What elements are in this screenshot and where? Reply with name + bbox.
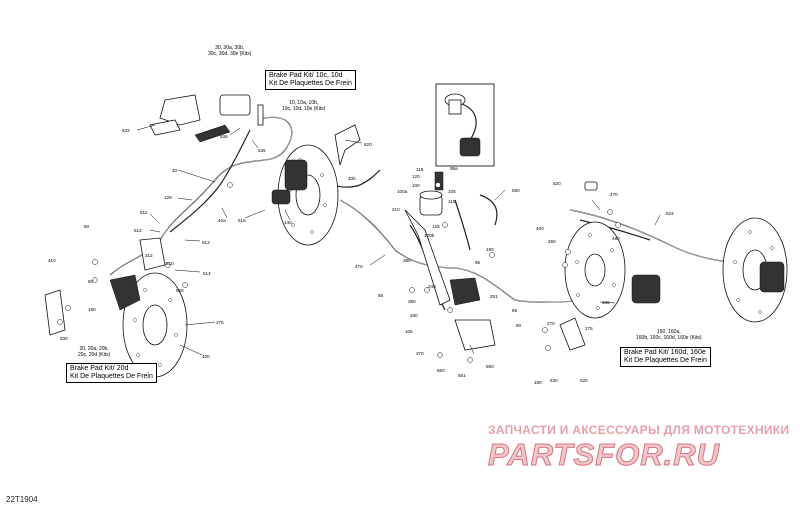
brake-pad-kit-front-right: Brake Pad Kit/ 10c, 10d Kit De Plaquette…: [265, 70, 356, 90]
kit-title: Brake Pad Kit/ 160d, 160e: [624, 349, 706, 356]
caption-line: 160b, 160c, 160d, 160e (Kits): [636, 335, 702, 341]
fasteners: [57, 182, 621, 363]
callout-label: 350: [408, 299, 416, 304]
callout-label: 510: [166, 261, 174, 266]
callout-label: 513: [202, 240, 210, 245]
callout-label: 560: [437, 368, 445, 373]
callout-label: 105: [448, 189, 456, 194]
callout-label: 40b: [348, 176, 356, 181]
kit-subtitle: Kit De Plaquettes De Frein: [70, 373, 153, 380]
callout-label: 512: [134, 228, 142, 233]
callout-labels: 532 536 535 40 620 115 120 95a 125 100 1…: [48, 128, 674, 385]
brake-pad-kit-rear: Brake Pad Kit/ 160d, 160e Kit De Plaquet…: [620, 347, 711, 367]
master-cylinder: [149, 94, 264, 143]
callout-label: 620: [580, 378, 588, 383]
callout-label: 480: [612, 236, 620, 241]
front-left-caliper-caption: 20, 20a, 20b, 20c, 20d (Kits): [78, 346, 110, 358]
callout-label: 470: [610, 192, 618, 197]
callout-label: 275: [585, 326, 593, 331]
callout-label: 590: [486, 364, 494, 369]
callout-label: 511: [140, 210, 148, 215]
callout-label: 580: [512, 188, 520, 193]
callout-label: 50: [84, 224, 90, 229]
callout-label: 40a: [218, 218, 226, 223]
callout-label: 100b: [424, 233, 435, 238]
callout-label: 520: [553, 181, 561, 186]
rear-centre-disc: [564, 221, 661, 319]
callout-label: 410: [48, 258, 56, 263]
callout-label: 470: [355, 264, 363, 269]
callout-label: 140: [284, 220, 292, 225]
callout-label: 85: [512, 308, 518, 313]
master-cylinder-caption: 30, 30a, 30b, 30c, 30d, 30e (Kits): [208, 45, 251, 57]
callout-label: 180: [534, 380, 542, 385]
callout-label: 524: [666, 211, 674, 216]
kit-title: Brake Pad Kit/ 10c, 10d: [269, 72, 343, 79]
caption-line: 30c, 30d, 30e (Kits): [208, 51, 252, 57]
callout-label: 330: [410, 313, 418, 318]
caption-line: 20c, 20d (Kits): [78, 352, 111, 358]
front-right-disc: [271, 144, 339, 246]
callout-label: 95a: [450, 166, 458, 171]
callout-label: 400: [536, 226, 544, 231]
callout-label: 115: [416, 167, 424, 172]
rear-caliper-caption: 160, 160a, 160b, 160c, 160d, 160e (Kits): [636, 329, 702, 341]
callout-label: 400: [202, 354, 210, 359]
callout-label: 375: [216, 320, 224, 325]
callout-label: 532: [122, 128, 130, 133]
leader-lines: [136, 124, 661, 356]
callout-label: 251: [490, 294, 498, 299]
callout-label: 100: [412, 183, 420, 188]
callout-label: 240: [428, 284, 436, 289]
watermark-tagline: ЗАПЧАСТИ И АКСЕССУАРЫ ДЛЯ МОТОТЕХНИКИ: [488, 423, 790, 437]
caption-line: 20, 20a, 20b,: [79, 346, 109, 352]
caption-line: 10, 10a, 10b,: [289, 100, 319, 106]
callout-label: 190: [486, 247, 494, 252]
kit-subtitle: Kit De Plaquettes De Frein: [269, 80, 352, 87]
brake-pad-kit-front-left: Brake Pad Kit/ 20d Kit De Plaquettes De …: [66, 363, 157, 383]
kit-title: Brake Pad Kit/ 20d: [70, 365, 129, 372]
callout-label: 128: [164, 195, 172, 200]
callout-label: 260: [548, 239, 556, 244]
callout-label: 265: [602, 300, 610, 305]
callout-label: 110: [448, 199, 456, 204]
callout-label: 560: [176, 288, 184, 293]
callout-label: 120: [412, 174, 420, 179]
front-right-caliper-caption: 10, 10a, 10b, 10c, 10d, 10e (Kits): [282, 100, 325, 112]
watermark-logo: PARTSFOR.RU: [487, 437, 721, 473]
callout-label: 561: [458, 373, 466, 378]
caption-line: 10c, 10d, 10e (Kits): [282, 106, 326, 112]
callout-label: 535: [258, 148, 266, 153]
callout-label: 312: [145, 253, 153, 258]
callout-label: 536: [220, 134, 228, 139]
caption-line: 160, 160a,: [656, 329, 681, 335]
callout-label: 515: [238, 218, 246, 223]
callout-label: 530: [60, 336, 68, 341]
callout-label: 65: [378, 293, 384, 298]
callout-label: 60: [88, 279, 94, 284]
callout-label: 630: [550, 378, 558, 383]
callout-label: 125: [432, 224, 440, 229]
callout-label: 100a: [397, 189, 408, 194]
caption-line: 30, 30a, 30b,: [215, 45, 245, 51]
front-left-disc: [109, 237, 188, 378]
rear-right-disc: [722, 217, 788, 323]
callout-label: 80: [516, 323, 522, 328]
central-assembly: [334, 124, 498, 351]
reservoir-inset: [435, 83, 495, 167]
callout-label: 105: [405, 329, 413, 334]
callout-label: 370: [416, 351, 424, 356]
callout-label: 620: [364, 142, 372, 147]
callout-label: 180: [88, 307, 96, 312]
callout-label: 95: [475, 260, 481, 265]
callout-label: 380: [403, 258, 411, 263]
callout-label: 514: [203, 271, 211, 276]
callout-label: 40: [172, 168, 178, 173]
diagram-code: 22T1904: [6, 495, 38, 504]
callout-label: 270: [547, 321, 555, 326]
callout-label: 210: [392, 207, 400, 212]
kit-subtitle: Kit De Plaquettes De Frein: [624, 357, 707, 364]
